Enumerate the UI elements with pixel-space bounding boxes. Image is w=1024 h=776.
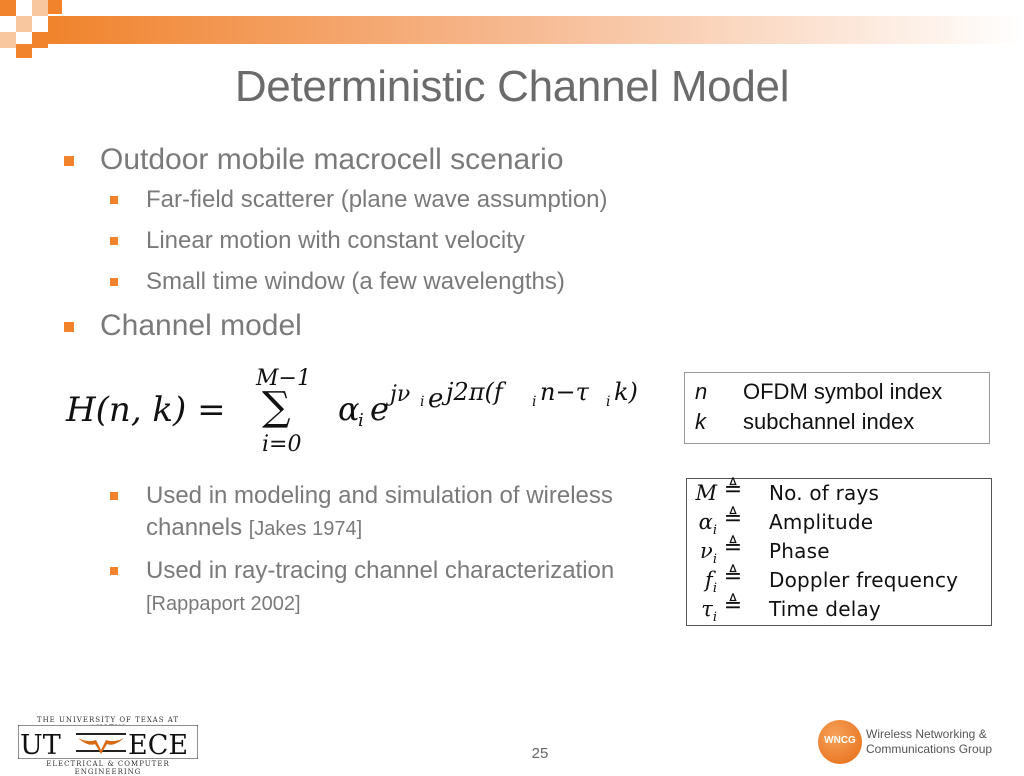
defined-as-symbol: ≜	[723, 506, 743, 531]
formula-exp-end: k)	[614, 378, 638, 406]
index-row: k subchannel index	[695, 409, 914, 439]
definition-symbol: νi	[700, 539, 717, 568]
formula-sum-sign: ∑	[262, 384, 291, 430]
citation-jakes: [Jakes 1974]	[248, 518, 363, 540]
wncg-text: Wireless Networking & Communications Gro…	[866, 727, 992, 757]
formula-alpha: α	[338, 390, 360, 428]
definition-row: νi ≜ Phase	[687, 535, 991, 568]
slide-title: Deterministic Channel Model	[234, 62, 790, 111]
ut-logo-bottom-text: ELECTRICAL & COMPUTER ENGINEERING	[46, 760, 170, 776]
definition-symbol: αi	[698, 510, 717, 539]
sub-bullet-far-field: Far-field scatterer (plane wave assumpti…	[102, 184, 682, 216]
bullet-list: Outdoor mobile macrocell scenario Far-fi…	[62, 140, 682, 620]
formula-exp-delay: n−τ	[540, 378, 589, 406]
header-decoration	[0, 0, 1024, 58]
definition-row: αi ≜ Amplitude	[687, 506, 991, 539]
citation-rappaport: [Rappaport 2002]	[146, 593, 301, 615]
sub-bullet-time-window: Small time window (a few wavelengths)	[102, 266, 682, 298]
wncg-line-2: Communications Group	[866, 742, 993, 756]
formula-exp-doppler: j2π(f	[446, 378, 503, 406]
index-var: n	[695, 379, 708, 404]
definition-row: M ≜ No. of rays	[687, 477, 991, 510]
formula-exp-phase: jν	[390, 382, 411, 407]
sub-bullet-linear-motion: Linear motion with constant velocity	[102, 225, 682, 257]
formula-exp-doppler-sub: i	[532, 394, 537, 410]
formula-alpha-sub: i	[358, 410, 364, 431]
svg-text:UT: UT	[20, 730, 61, 759]
wncg-badge-text: WNCG	[824, 735, 856, 746]
formula-sum-upper: M−1	[256, 366, 311, 391]
defined-as-symbol: ≜	[723, 593, 743, 618]
sub-bullet-rappaport-text: Used in ray-tracing channel characteriza…	[146, 557, 615, 584]
formula-exp-phase-sub: i	[420, 394, 425, 410]
definition-desc: Phase	[769, 539, 830, 563]
wncg-line-1: Wireless Networking &	[866, 727, 987, 741]
index-row: n OFDM symbol index	[695, 379, 942, 409]
svg-text:ECE: ECE	[128, 730, 188, 759]
defined-as-symbol: ≜	[723, 535, 743, 560]
bullet-outdoor-scenario: Outdoor mobile macrocell scenario	[62, 140, 682, 180]
formula-exp-base-2: e	[428, 384, 444, 414]
formula-exp-delay-sub: i	[606, 394, 611, 410]
definition-desc: Amplitude	[769, 510, 874, 534]
ut-ece-logo: THE UNIVERSITY OF TEXAS AT AUSTIN UT ECE…	[18, 716, 198, 776]
formula-exp-base: e	[370, 390, 389, 428]
wncg-logo: WNCG Wireless Networking & Communication…	[818, 720, 1018, 766]
sub-bullet-jakes-text: Used in modeling and simulation of wirel…	[146, 482, 613, 541]
sub-bullet-jakes: Used in modeling and simulation of wirel…	[102, 480, 616, 545]
bullet-channel-model: Channel model	[62, 306, 682, 346]
defined-as-symbol: ≜	[723, 564, 743, 589]
index-desc: subchannel index	[743, 409, 915, 434]
sub-bullet-rappaport: Used in ray-tracing channel characteriza…	[102, 555, 616, 620]
definition-symbol: M	[695, 481, 717, 505]
definition-symbol: fi	[705, 568, 717, 597]
formula-sum-lower: i=0	[262, 432, 302, 457]
defined-as-symbol: ≜	[723, 477, 743, 502]
index-definition-box: n OFDM symbol index k subchannel index	[684, 372, 990, 444]
definition-symbol: τi	[701, 597, 717, 626]
definition-desc: Doppler frequency	[769, 568, 959, 592]
definition-row: fi ≜ Doppler frequency	[687, 564, 991, 597]
channel-model-formula: H(n, k) = M−1 ∑ i=0 α i e jν i e j2π(f i…	[66, 362, 666, 466]
longhorn-icon: UT ECE	[18, 725, 198, 759]
definition-desc: Time delay	[769, 597, 881, 621]
index-var: k	[695, 409, 706, 434]
symbol-definition-box: M ≜ No. of rays αi ≜ Amplitude νi ≜ Phas…	[686, 477, 992, 626]
formula-lhs: H(n, k) =	[66, 390, 226, 430]
wncg-badge-icon: WNCG	[818, 720, 862, 764]
definition-desc: No. of rays	[769, 481, 880, 505]
page-number: 25	[531, 745, 549, 762]
index-desc: OFDM symbol index	[743, 379, 943, 404]
definition-row: τi ≜ Time delay	[687, 593, 991, 626]
